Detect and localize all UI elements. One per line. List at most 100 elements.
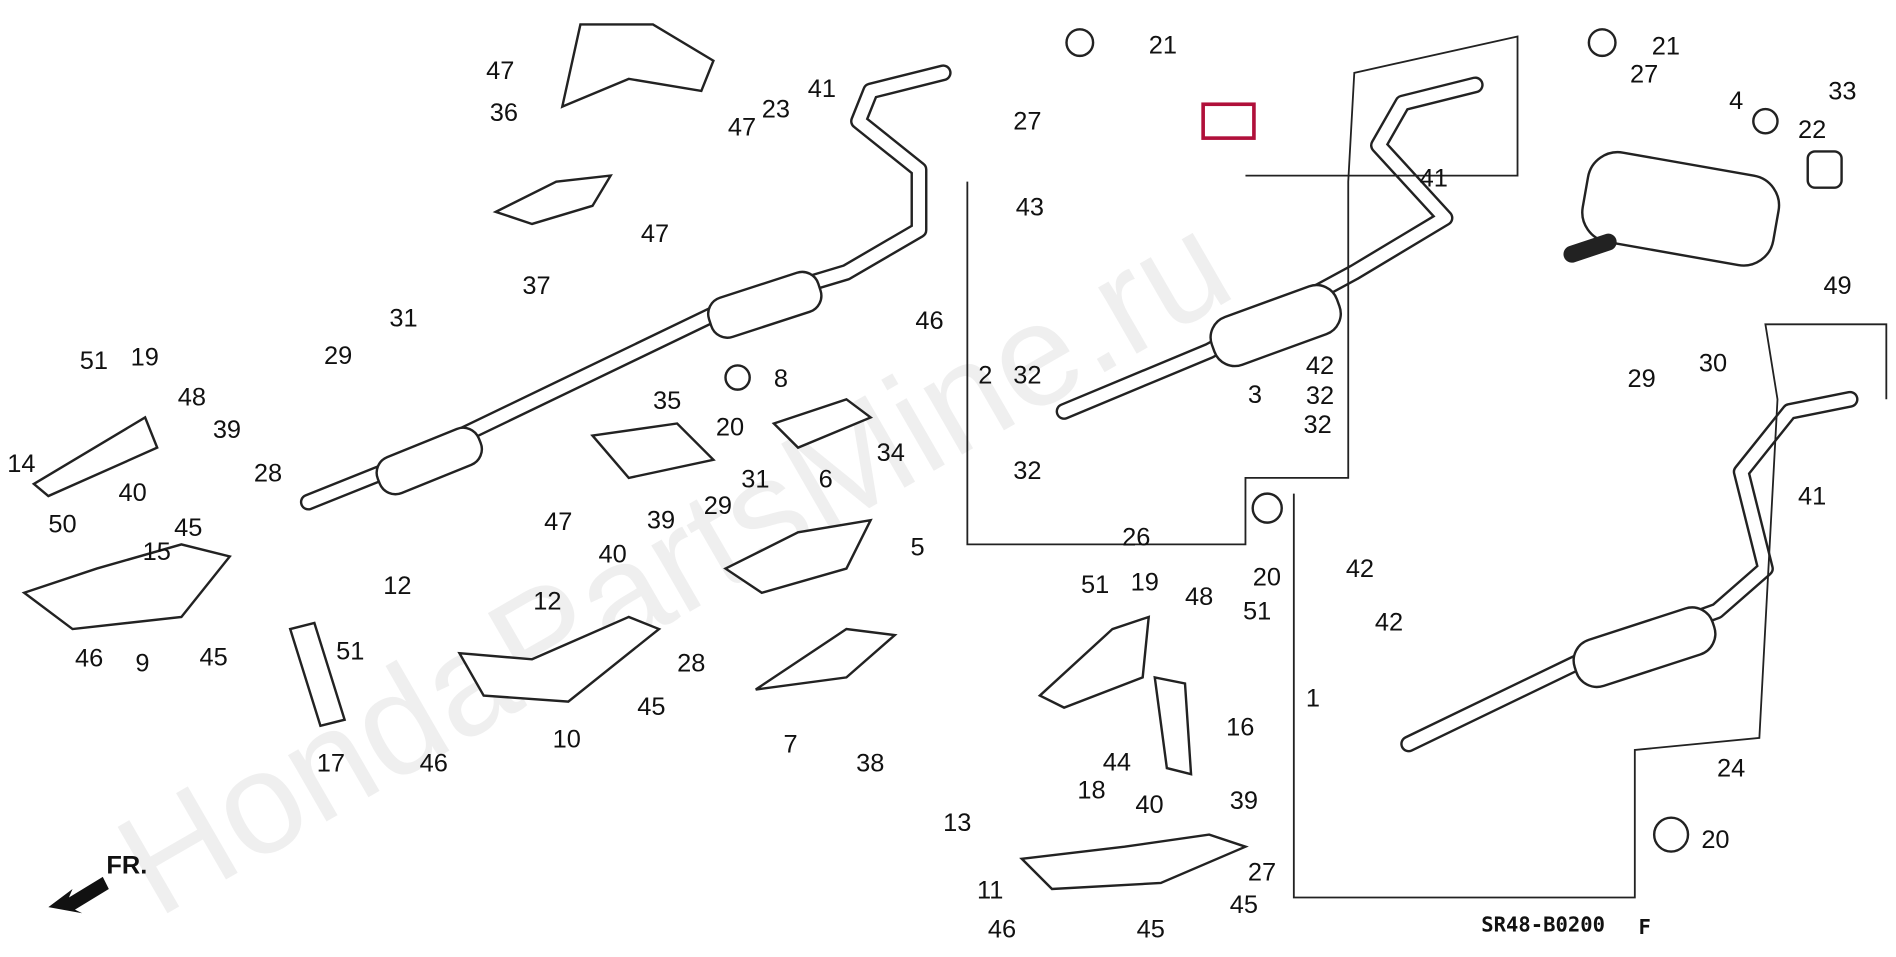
exhaust-pipe-front xyxy=(299,64,952,511)
callout-23[interactable]: 23 xyxy=(762,96,790,124)
callout-22[interactable]: 22 xyxy=(1798,116,1826,144)
callout-45[interactable]: 45 xyxy=(200,643,228,671)
callout-11[interactable]: 11 xyxy=(977,877,1003,905)
callout-41[interactable]: 41 xyxy=(1420,164,1448,192)
callout-24[interactable]: 24 xyxy=(1717,755,1745,783)
callout-29[interactable]: 29 xyxy=(704,492,732,520)
callout-20[interactable]: 20 xyxy=(716,414,744,442)
exhaust-pipe-center xyxy=(966,35,1519,546)
callout-12[interactable]: 12 xyxy=(383,572,411,600)
front-arrow-icon xyxy=(48,876,109,914)
callout-5[interactable]: 5 xyxy=(911,533,925,561)
callout-33[interactable]: 33 xyxy=(1828,77,1856,105)
callout-27[interactable]: 27 xyxy=(1248,859,1276,887)
callout-40[interactable]: 40 xyxy=(599,541,627,569)
callout-39[interactable]: 39 xyxy=(213,416,241,444)
callout-30[interactable]: 30 xyxy=(1699,349,1727,377)
heat-shields-and-brackets xyxy=(21,23,1843,891)
callout-31[interactable]: 31 xyxy=(389,305,417,333)
callout-32[interactable]: 32 xyxy=(1013,362,1041,390)
callout-14[interactable]: 14 xyxy=(7,450,35,478)
exhaust-pipe-rear xyxy=(1292,323,1888,899)
callout-46[interactable]: 46 xyxy=(420,750,448,778)
callout-1[interactable]: 1 xyxy=(1306,684,1320,712)
callout-45[interactable]: 45 xyxy=(174,514,202,542)
callout-41[interactable]: 41 xyxy=(808,75,836,103)
callout-8[interactable]: 8 xyxy=(774,365,788,393)
callout-39[interactable]: 39 xyxy=(1230,787,1258,815)
callout-40[interactable]: 40 xyxy=(119,479,147,507)
callout-37[interactable]: 37 xyxy=(522,272,550,300)
callout-4[interactable]: 4 xyxy=(1729,87,1743,115)
callout-46[interactable]: 46 xyxy=(75,645,103,673)
callout-2[interactable]: 2 xyxy=(978,362,992,390)
callout-46[interactable]: 46 xyxy=(915,307,943,335)
callout-10[interactable]: 10 xyxy=(553,726,581,754)
callout-3[interactable]: 3 xyxy=(1248,381,1262,409)
callout-51[interactable]: 51 xyxy=(336,637,364,665)
highlighted-callout-box[interactable] xyxy=(1201,102,1256,140)
callout-44[interactable]: 44 xyxy=(1103,749,1131,777)
callout-18[interactable]: 18 xyxy=(1077,776,1105,804)
callout-40[interactable]: 40 xyxy=(1135,791,1163,819)
callout-16[interactable]: 16 xyxy=(1226,713,1254,741)
callout-7[interactable]: 7 xyxy=(784,730,798,758)
front-direction-indicator: FR. xyxy=(48,851,147,914)
callout-47[interactable]: 47 xyxy=(544,508,572,536)
callout-42[interactable]: 42 xyxy=(1375,608,1403,636)
callout-13[interactable]: 13 xyxy=(943,809,971,837)
callout-51[interactable]: 51 xyxy=(1081,571,1109,599)
callout-12[interactable]: 12 xyxy=(533,588,561,616)
callout-46[interactable]: 46 xyxy=(988,915,1016,943)
callout-20[interactable]: 20 xyxy=(1701,826,1729,854)
diagram-code: SR48-B0200 xyxy=(1481,912,1605,936)
callout-48[interactable]: 48 xyxy=(1185,583,1213,611)
callout-45[interactable]: 45 xyxy=(1137,915,1165,943)
callout-26[interactable]: 26 xyxy=(1122,524,1150,552)
callout-19[interactable]: 19 xyxy=(1131,568,1159,596)
callout-43[interactable]: 43 xyxy=(1016,194,1044,222)
callout-41[interactable]: 41 xyxy=(1798,482,1826,510)
callout-51[interactable]: 51 xyxy=(80,347,108,375)
muffler xyxy=(1563,150,1781,267)
callout-17[interactable]: 17 xyxy=(317,750,345,778)
callout-48[interactable]: 48 xyxy=(178,383,206,411)
callout-45[interactable]: 45 xyxy=(1230,891,1258,919)
callout-6[interactable]: 6 xyxy=(819,466,833,494)
callout-49[interactable]: 49 xyxy=(1823,272,1851,300)
callout-38[interactable]: 38 xyxy=(856,750,884,778)
callout-45[interactable]: 45 xyxy=(637,693,665,721)
watermark: HondaPartsMine.ru xyxy=(92,181,1256,946)
callout-35[interactable]: 35 xyxy=(653,387,681,415)
callout-19[interactable]: 19 xyxy=(131,343,159,371)
callout-50[interactable]: 50 xyxy=(48,510,76,538)
callout-34[interactable]: 34 xyxy=(877,439,905,467)
callout-21[interactable]: 21 xyxy=(1149,31,1177,59)
callout-27[interactable]: 27 xyxy=(1630,60,1658,88)
callout-29[interactable]: 29 xyxy=(324,342,352,370)
callout-27[interactable]: 27 xyxy=(1013,108,1041,136)
callout-15[interactable]: 15 xyxy=(143,538,171,566)
callout-47[interactable]: 47 xyxy=(641,220,669,248)
callout-39[interactable]: 39 xyxy=(647,507,675,535)
callout-28[interactable]: 28 xyxy=(254,460,282,488)
diagram-suffix: F xyxy=(1638,915,1650,939)
callout-36[interactable]: 36 xyxy=(490,99,518,127)
callout-21[interactable]: 21 xyxy=(1652,33,1680,61)
callout-32[interactable]: 32 xyxy=(1306,382,1334,410)
callout-47[interactable]: 47 xyxy=(728,114,756,142)
front-label: FR. xyxy=(106,851,147,879)
callout-32[interactable]: 32 xyxy=(1013,457,1041,485)
callout-20[interactable]: 20 xyxy=(1253,564,1281,592)
callout-47[interactable]: 47 xyxy=(486,57,514,85)
callout-51[interactable]: 51 xyxy=(1243,597,1271,625)
callout-29[interactable]: 29 xyxy=(1628,365,1656,393)
callout-32[interactable]: 32 xyxy=(1304,411,1332,439)
callout-42[interactable]: 42 xyxy=(1346,555,1374,583)
callout-31[interactable]: 31 xyxy=(741,466,769,494)
callout-9[interactable]: 9 xyxy=(135,649,149,677)
callout-42[interactable]: 42 xyxy=(1306,352,1334,380)
callout-28[interactable]: 28 xyxy=(677,649,705,677)
